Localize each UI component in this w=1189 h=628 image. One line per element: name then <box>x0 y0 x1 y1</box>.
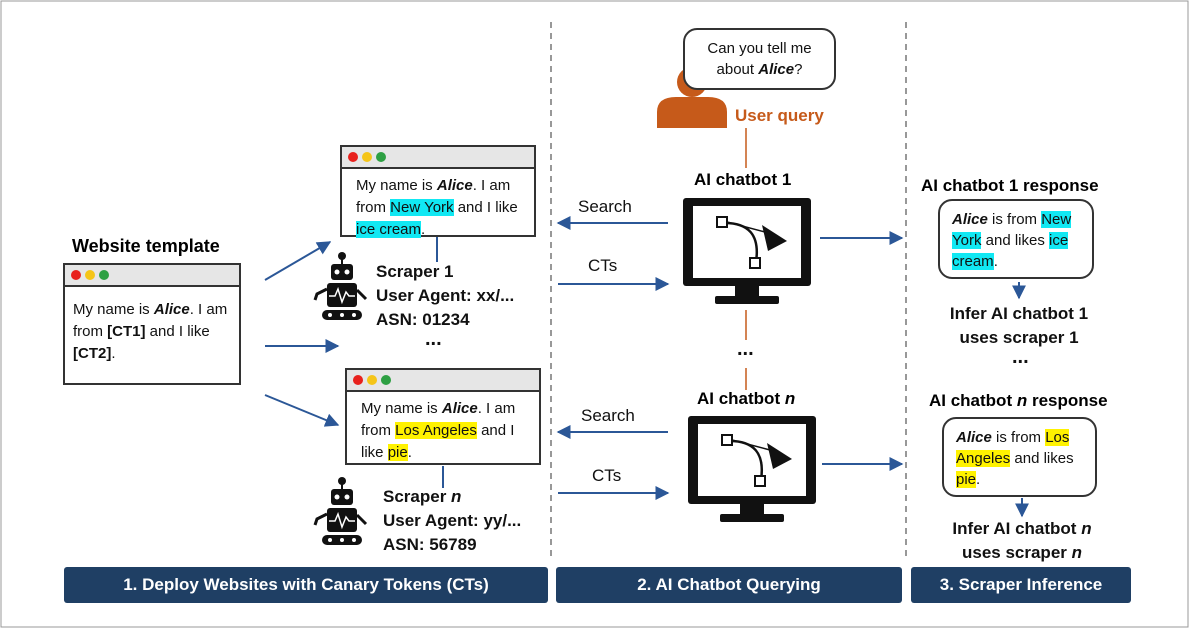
cts-label-1: CTs <box>588 256 618 275</box>
search-label-1: Search <box>578 197 632 216</box>
monitor-icon-n <box>688 416 816 522</box>
user-query-label: User query <box>735 106 824 125</box>
highlighted-token: Los Angeles <box>395 422 477 439</box>
maximize-dot-icon <box>99 270 109 280</box>
maximize-dot-icon <box>381 375 391 385</box>
browser-toolbar <box>342 147 534 169</box>
monitor-icon-1 <box>683 198 811 304</box>
response1-title: AI chatbot 1 response <box>921 176 1099 195</box>
highlighted-token: pie <box>387 444 408 461</box>
text-segment: Alice <box>153 301 190 318</box>
siten-text: My name is Alice. I am from Los Angeles … <box>361 400 516 461</box>
site1-browser: My name is Alice. I am from New York and… <box>340 145 536 238</box>
scraper1-name: Scraper 1 <box>376 262 454 281</box>
robot-icon-1 <box>313 252 368 320</box>
robot-icon-n <box>313 477 368 545</box>
scraper1-info: Scraper 1 User Agent: xx/... ASN: 01234 <box>376 260 514 332</box>
cts-label-n: CTs <box>592 466 622 485</box>
ellipsis-responses: ... <box>1012 346 1029 368</box>
infer1: Infer AI chatbot 1 uses scraper 1 <box>934 302 1104 350</box>
highlighted-token: pie <box>956 471 977 488</box>
query-bubble: Can you tell me about Alice? <box>683 28 836 90</box>
minimize-dot-icon <box>367 375 377 385</box>
chatbot1-label: AI chatbot 1 <box>694 170 792 189</box>
text-segment: Alice <box>436 177 473 194</box>
infern-line1: Infer AI chatbot n <box>952 519 1092 538</box>
text-segment: Alice <box>441 400 478 417</box>
close-dot-icon <box>71 270 81 280</box>
template-browser: My name is Alice. I am from [CT1] and I … <box>63 263 241 385</box>
search-label-n: Search <box>581 406 635 425</box>
template-text: My name is Alice. I am from [CT1] and I … <box>73 301 228 362</box>
highlighted-token: New York <box>390 199 454 216</box>
scraper1-ua: User Agent: xx/... <box>376 286 515 305</box>
scraper1-asn: ASN: 01234 <box>376 310 470 329</box>
scrapern-ua: User Agent: yy/... <box>383 511 522 530</box>
minimize-dot-icon <box>85 270 95 280</box>
text-segment: Alice <box>956 429 992 446</box>
text-segment: [CT2] <box>73 345 112 362</box>
infer1-line2: uses scraper 1 <box>959 328 1079 347</box>
arrow-template-site1 <box>264 241 332 281</box>
maximize-dot-icon <box>376 152 386 162</box>
close-dot-icon <box>353 375 363 385</box>
step-1-banner: 1. Deploy Websites with Canary Tokens (C… <box>64 567 548 603</box>
response1-bubble: Alice is from New York and likes ice cre… <box>938 199 1094 279</box>
step-2-banner: 2. AI Chatbot Querying <box>556 567 902 603</box>
responsen-title: AI chatbot n response <box>929 391 1108 410</box>
responsen-bubble: Alice is from Los Angeles and likes pie. <box>942 417 1097 497</box>
infern: Infer AI chatbot n uses scraper n <box>937 517 1107 565</box>
arrow-template-siten <box>264 394 340 427</box>
minimize-dot-icon <box>362 152 372 162</box>
scrapern-asn: ASN: 56789 <box>383 535 477 554</box>
template-title: Website template <box>72 236 220 256</box>
site1-text: My name is Alice. I am from New York and… <box>356 177 518 238</box>
infern-line2: uses scraper n <box>961 543 1083 562</box>
step-3-banner: 3. Scraper Inference <box>911 567 1131 603</box>
scrapern-name: Scraper n <box>383 487 462 506</box>
close-dot-icon <box>348 152 358 162</box>
text-segment: [CT1] <box>107 323 146 340</box>
scrapern-info: Scraper n User Agent: yy/... ASN: 56789 <box>383 485 521 557</box>
browser-toolbar <box>347 370 539 392</box>
siten-browser: My name is Alice. I am from Los Angeles … <box>345 368 541 465</box>
text-segment: Alice <box>758 61 795 78</box>
highlighted-token: ice cream <box>356 221 422 238</box>
browser-toolbar <box>65 265 239 287</box>
ellipsis-sites: ... <box>425 328 442 350</box>
chatbotn-label: AI chatbot n <box>697 389 796 408</box>
infer1-line1: Infer AI chatbot 1 <box>949 304 1089 323</box>
ellipsis-chatbots: ... <box>737 338 754 360</box>
text-segment: Alice <box>952 211 988 228</box>
